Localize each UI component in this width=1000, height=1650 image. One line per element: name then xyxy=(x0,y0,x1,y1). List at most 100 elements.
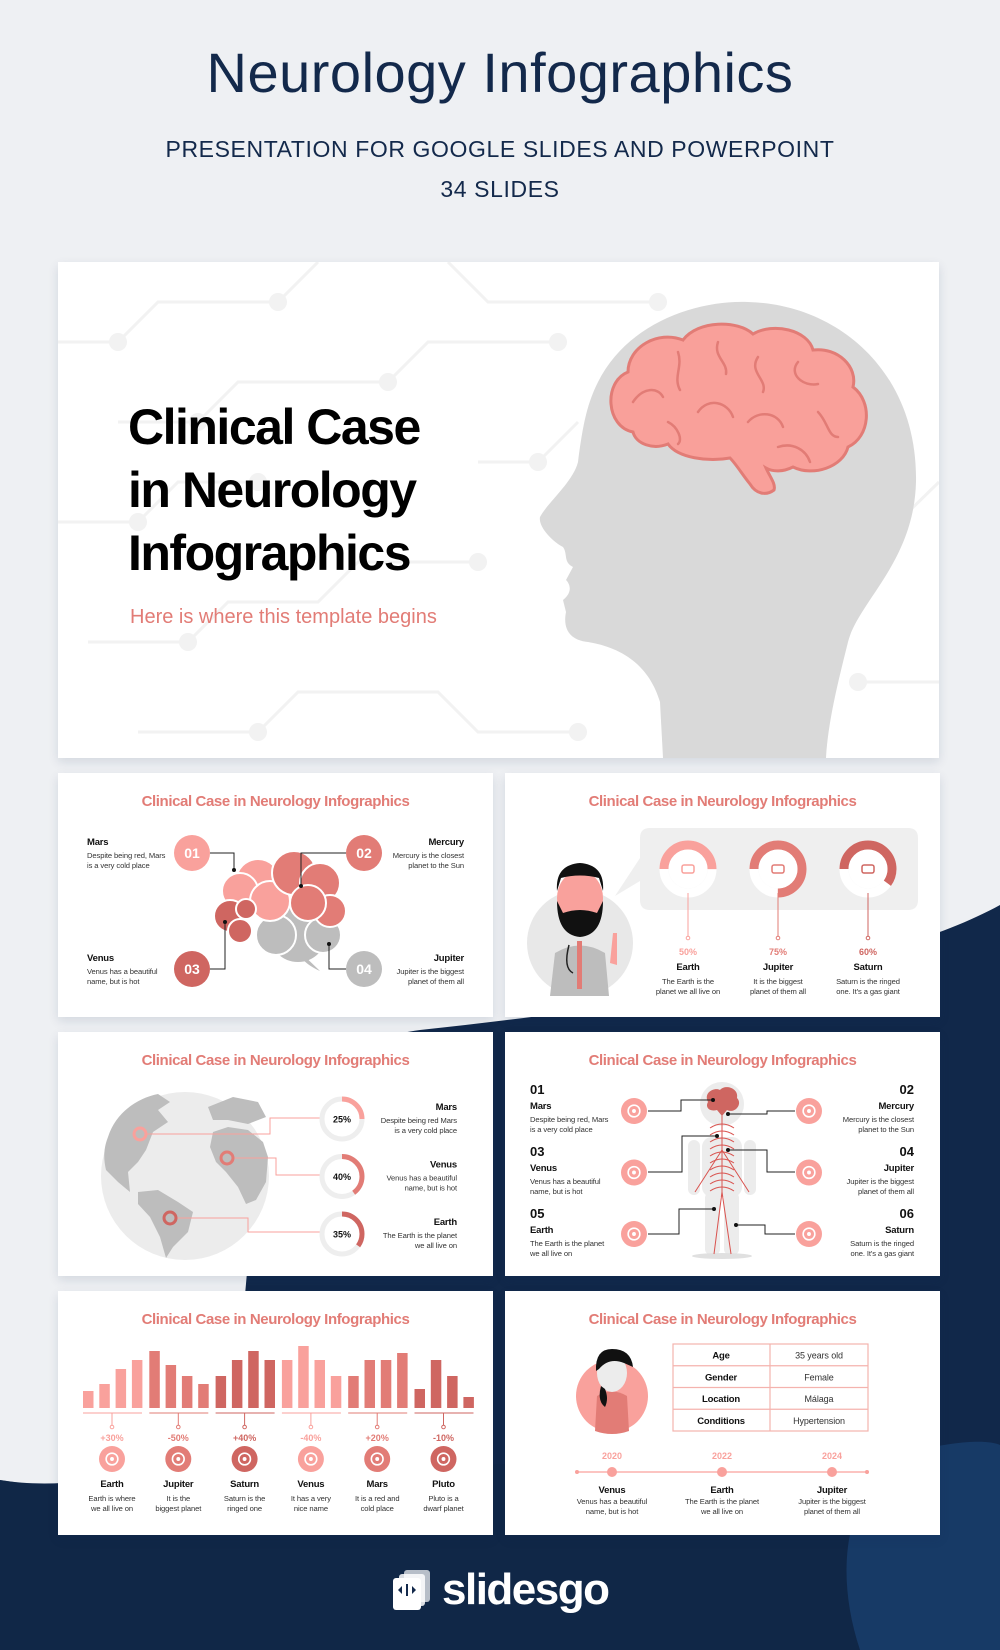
bar-group xyxy=(215,1351,275,1408)
connector-line xyxy=(728,1149,795,1173)
percent-ring xyxy=(319,1096,365,1142)
timeline-desc: planet of them all xyxy=(804,1507,860,1516)
pointer-dot xyxy=(441,1424,446,1430)
brain-illustration xyxy=(609,322,868,495)
item-desc: It is the biggest xyxy=(753,977,803,986)
connector-line xyxy=(147,1117,320,1135)
item-name: Earth xyxy=(100,1479,124,1490)
timeline-desc: Jupiter is the biggest xyxy=(798,1497,866,1506)
timeline-desc: we all live on xyxy=(700,1507,743,1516)
item-desc: Venus has a beautiful xyxy=(386,1174,457,1183)
timeline-year: 2020 xyxy=(602,1451,622,1461)
bar xyxy=(397,1353,408,1408)
pointer-dot xyxy=(865,935,871,941)
connector-line xyxy=(234,1157,320,1176)
item-name: Venus xyxy=(530,1163,557,1174)
item-desc: Jupiter is the biggest xyxy=(397,967,465,976)
item-desc: Saturn is the xyxy=(224,1494,265,1503)
item-name: Jupiter xyxy=(163,1479,194,1490)
bar xyxy=(99,1384,110,1408)
table-label: Location xyxy=(702,1394,740,1405)
percent-label: 25% xyxy=(333,1115,351,1125)
slide-title: Clinical Case in Neurology Infographics xyxy=(142,1311,410,1328)
timeline-end xyxy=(865,1470,869,1474)
connector-dot xyxy=(726,1112,730,1116)
badge-number: 02 xyxy=(356,845,372,861)
brand-name: slidesgo xyxy=(442,1565,610,1614)
slide-title: Clinical Case in Neurology Infographics xyxy=(589,793,857,810)
bar-group xyxy=(414,1360,474,1408)
table-value: 35 years old xyxy=(795,1351,843,1361)
globe-illustration xyxy=(101,1092,269,1260)
item-name: Mars xyxy=(436,1102,457,1113)
item-name: Jupiter xyxy=(884,1163,915,1174)
timeline-end xyxy=(575,1470,579,1474)
item-desc: we all live on xyxy=(90,1504,133,1513)
item-desc: Despite being red, Mars xyxy=(530,1115,609,1124)
item-desc: dwarf planet xyxy=(423,1504,464,1513)
slide-title: Clinical Case in Neurology Infographics xyxy=(142,793,410,810)
report-icon xyxy=(796,1159,822,1186)
bar xyxy=(131,1360,143,1408)
connector-dot xyxy=(232,868,236,872)
item-desc: Venus has a beautiful xyxy=(87,967,158,976)
item-name: Mercury xyxy=(428,837,464,848)
syringe-icon xyxy=(621,1221,647,1247)
slide-title: Clinical Case in Neurology Infographics xyxy=(142,1052,410,1069)
medicine-icon xyxy=(771,864,785,874)
change-label: +40% xyxy=(233,1433,256,1443)
bar-group xyxy=(83,1360,143,1408)
table-value: Female xyxy=(804,1372,834,1382)
timeline-year: 2022 xyxy=(712,1451,732,1461)
item-name: Saturn xyxy=(885,1225,914,1236)
bar xyxy=(149,1351,160,1408)
item-desc: we all live on xyxy=(414,1241,457,1250)
dental-tools-icon xyxy=(430,1446,457,1472)
pointer-dot xyxy=(775,935,781,941)
bar xyxy=(115,1369,127,1408)
change-label: -50% xyxy=(168,1433,189,1443)
connector-line xyxy=(736,1224,795,1235)
pointer-dot xyxy=(242,1424,247,1430)
change-label: +20% xyxy=(366,1433,389,1443)
bar xyxy=(447,1376,458,1408)
bar xyxy=(463,1397,474,1408)
progress-donut xyxy=(749,840,807,898)
item-name: Earth xyxy=(434,1217,458,1228)
cover-title-line-1: Clinical Case xyxy=(128,399,420,455)
item-number: 06 xyxy=(900,1206,914,1221)
timeline-point xyxy=(827,1467,837,1477)
pills-icon xyxy=(796,1098,822,1124)
item-desc: is a very cold place xyxy=(530,1125,593,1134)
slidesgo-logo: slidesgo xyxy=(390,1560,620,1620)
lungs-icon xyxy=(297,1446,324,1472)
change-label: +30% xyxy=(100,1433,123,1443)
item-desc: name, but is hot xyxy=(530,1187,583,1196)
number-badge xyxy=(346,835,382,871)
badge-number: 03 xyxy=(184,961,200,977)
item-name: Mars xyxy=(367,1479,388,1490)
timeline-desc: The Earth is the planet xyxy=(685,1497,760,1506)
item-number: 02 xyxy=(900,1082,914,1097)
item-desc: Saturn is the ringed xyxy=(850,1239,914,1248)
caduceus-icon xyxy=(364,1446,391,1472)
patient-avatar xyxy=(576,1349,648,1434)
bar xyxy=(281,1360,293,1408)
bar-group xyxy=(281,1346,342,1408)
eye-icon xyxy=(99,1446,125,1472)
item-desc: one. It's a gas giant xyxy=(850,1249,915,1258)
item-desc: planet of them all xyxy=(858,1187,914,1196)
pointer-dot xyxy=(374,1424,380,1430)
item-desc: Despite being red Mars xyxy=(381,1116,458,1125)
table-value: Hypertension xyxy=(793,1416,845,1426)
number-badge xyxy=(346,951,382,987)
ambulance-icon xyxy=(861,864,875,874)
item-desc: biggest planet xyxy=(155,1504,202,1513)
slide-brain-quadrants: Clinical Case in Neurology Infographics 0… xyxy=(58,773,493,1017)
location-marker xyxy=(219,1150,235,1166)
percent-label: 60% xyxy=(859,947,877,957)
bar xyxy=(414,1389,425,1408)
bar xyxy=(231,1360,243,1408)
item-name: Venus xyxy=(87,953,114,964)
